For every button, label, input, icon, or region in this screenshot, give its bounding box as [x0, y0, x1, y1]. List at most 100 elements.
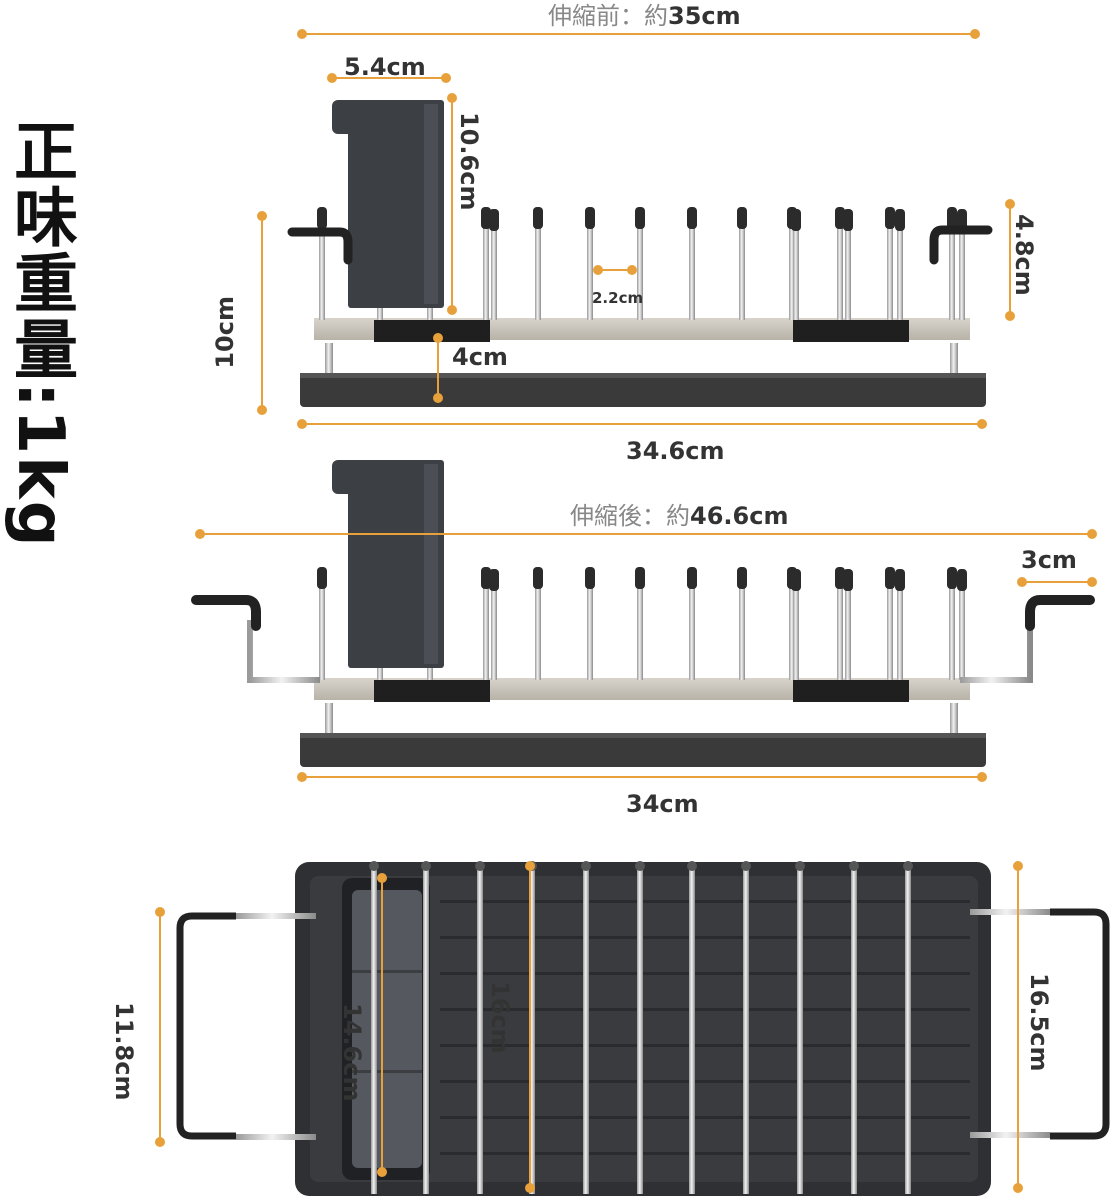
plate-rod [959, 576, 965, 680]
dimension-endpoint [433, 393, 443, 403]
rod-cap [533, 567, 543, 589]
front-view-before [287, 100, 993, 407]
plate-rod [949, 574, 955, 680]
rod-cap [835, 567, 845, 589]
net-weight-title: 正味重量:1kg [3, 118, 77, 549]
dimension-endpoint [1087, 529, 1097, 539]
plate-rod [789, 214, 795, 320]
dimension-endpoint [433, 333, 443, 343]
length-after-label: 伸縮後：約46.6cm [570, 504, 788, 528]
plate-rod [897, 576, 903, 680]
rod-cap [737, 567, 747, 589]
rod-end [421, 861, 431, 871]
plate-rod [837, 574, 843, 680]
handle-arm-right [960, 620, 1033, 683]
rod-cap [635, 207, 645, 229]
base-tray [300, 373, 986, 407]
plate-rod-top [851, 866, 857, 1194]
plate-rod [689, 214, 695, 320]
dimension-endpoint [970, 29, 980, 39]
dimension-endpoint [155, 907, 165, 917]
handle-height-label: 4.8cm [1010, 214, 1038, 296]
tray-depth-label: 16.5cm [1025, 973, 1053, 1072]
bar-clip-right [793, 680, 909, 702]
rod-end [635, 861, 645, 871]
plate-rod [587, 574, 593, 680]
plate-rod [535, 574, 541, 680]
dimension-endpoint [1017, 577, 1027, 587]
dimension-lines [155, 29, 1097, 1193]
plate-rod [319, 574, 325, 680]
length-before-prefix: 伸縮前：約 [548, 2, 668, 30]
handle-rail-right-bottom [970, 1132, 1050, 1138]
dimension-endpoint [377, 1167, 387, 1177]
height-label: 10cm [211, 296, 239, 369]
handle-rail-right-top [970, 909, 1050, 915]
plate-rod [793, 216, 799, 320]
base-tray-highlight [300, 733, 986, 738]
tray-groove [440, 1152, 970, 1155]
dimension-endpoint [297, 772, 307, 782]
cup-divider [352, 970, 422, 973]
rod-cap [885, 207, 895, 229]
plate-rod [739, 574, 745, 680]
leg [325, 343, 333, 373]
cup-width-label: 5.4cm [344, 53, 426, 81]
dimension-endpoint [977, 772, 987, 782]
handle-left-top [176, 912, 236, 1140]
base-width-after-label: 34cm [626, 790, 699, 818]
top-view [176, 861, 1110, 1196]
plate-rod [887, 214, 893, 320]
cup-hook [332, 100, 362, 134]
handle-left [191, 595, 261, 631]
dimension-endpoint [1087, 577, 1097, 587]
cup-body [352, 890, 422, 1168]
dimension-endpoint [257, 405, 267, 415]
plate-rod [837, 214, 843, 320]
rod-cap [737, 207, 747, 229]
front-view-after [191, 460, 1095, 767]
length-before-label: 伸縮前：約35cm [548, 4, 741, 28]
dimension-endpoint [977, 419, 987, 429]
plate-rod-top [905, 866, 911, 1194]
rod-cap [481, 567, 491, 589]
dimension-endpoint [1013, 1183, 1023, 1193]
cup-shade [424, 104, 438, 304]
handle-left [287, 227, 353, 265]
rod-cap [585, 207, 595, 229]
rod-end [369, 861, 379, 871]
bar-clip-left [374, 680, 490, 702]
length-after-prefix: 伸縮後：約 [570, 502, 690, 530]
dimension-endpoint [447, 93, 457, 103]
plate-rod [845, 216, 851, 320]
plate-rod-top [529, 866, 535, 1194]
handle-arm-left [247, 620, 320, 683]
dimension-endpoint [1013, 861, 1023, 871]
base-tray-highlight [300, 373, 986, 378]
plate-rod [491, 216, 497, 320]
rod-end [581, 861, 591, 871]
rod-cap [957, 569, 967, 591]
plate-rod [789, 574, 795, 680]
utensil-cup [348, 460, 444, 668]
length-after-value: 46.6cm [690, 502, 789, 530]
tray-groove [440, 1044, 970, 1047]
rod-cap [481, 207, 491, 229]
leg-height-label: 4cm [452, 343, 508, 371]
dimension-endpoint [525, 861, 535, 871]
rod-cap [687, 567, 697, 589]
plate-rod [793, 576, 799, 680]
plate-rod [483, 574, 489, 680]
rod-cap [317, 207, 327, 229]
rod-cap [947, 207, 957, 229]
plate-rod [637, 214, 643, 320]
leg [950, 703, 958, 733]
cup-depth-label: 14.6cm [338, 1003, 366, 1102]
rod-end [475, 861, 485, 871]
handle-rail-left-top [236, 913, 316, 919]
rod-gap-label: 2.2cm [592, 289, 644, 307]
rod-cap [317, 567, 327, 589]
rod-end [849, 861, 859, 871]
